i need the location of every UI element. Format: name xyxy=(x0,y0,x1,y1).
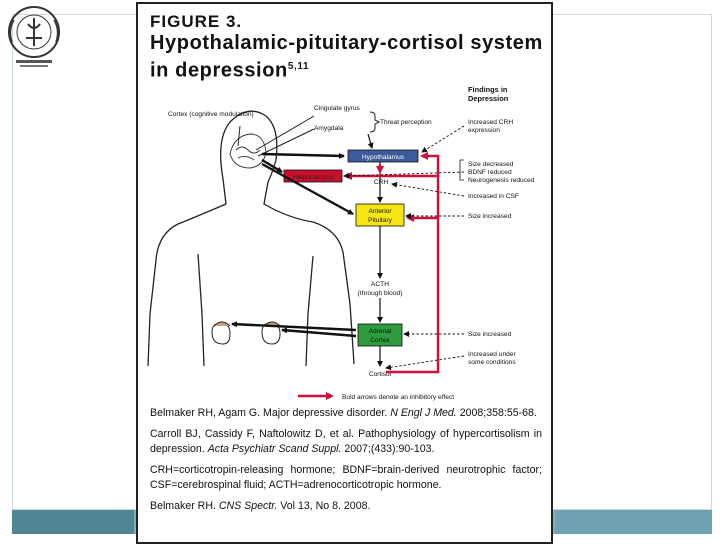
adrenal-cortex-label: Cortex xyxy=(370,337,390,344)
figure-title-refs: 5,11 xyxy=(287,61,310,72)
body-silhouette xyxy=(147,110,355,367)
findings-header-line2: Depression xyxy=(468,94,509,103)
cingulate-label: Cingulate gyrus xyxy=(314,105,361,112)
figure-title: Hypothalamic-pituitary-cortisol system i… xyxy=(150,32,545,83)
findings-header-line1: Findings in xyxy=(468,85,508,94)
hpa-diagram: Hypothalamus Hippocampus CRH Anterior Pi… xyxy=(147,85,535,401)
finding-hippo-2: BDNF reduced xyxy=(468,169,512,176)
finding-crh-2: expression xyxy=(468,127,500,134)
src-author: Belmaker RH. xyxy=(150,499,219,512)
source-citation: Belmaker RH. CNS Spectr. Vol 13, No 8. 2… xyxy=(150,499,542,515)
reference-1: Belmaker RH, Agam G. Major depressive di… xyxy=(150,406,542,422)
finding-pituitary: Size increased xyxy=(468,213,512,220)
hypothalamus-label: Hypothalamus xyxy=(362,154,405,161)
ref1-volume: 2008;358:55-68. xyxy=(456,407,537,419)
finding-cortisol-2: some conditions xyxy=(468,359,516,366)
references: Belmaker RH, Agam G. Major depressive di… xyxy=(150,406,542,519)
ref1-journal: N Engl J Med. xyxy=(390,407,457,419)
hypothalamus-box xyxy=(347,149,419,163)
threat-label: Threat perception xyxy=(380,119,432,126)
legend-text: Bold arrows denote an inhibitory effect xyxy=(342,394,454,401)
ref2-volume: 2007;(433):90-103. xyxy=(341,443,435,455)
kidney-left-icon xyxy=(211,323,231,345)
cortex-label: Cortex (cognitive modulation) xyxy=(168,111,254,118)
institution-seal-icon xyxy=(8,6,60,67)
src-journal: CNS Spectr. xyxy=(218,499,278,512)
finding-hippo-1: Size decreased xyxy=(468,161,514,168)
footer-band-right xyxy=(555,510,712,534)
figure-label: FIGURE 3. xyxy=(150,12,243,31)
adrenal-left-icon xyxy=(213,321,231,327)
figure-panel: FIGURE 3. Hypothalamic-pituitary-cortiso… xyxy=(136,2,553,544)
amygdala-label: Amygdala xyxy=(314,125,344,132)
finding-cortisol-1: Increased under xyxy=(468,351,516,358)
pituitary-label: Pituitary xyxy=(368,217,393,224)
reference-2: Carroll BJ, Cassidy F, Naftolowitz D, et… xyxy=(150,427,542,458)
acth-sublabel: (through blood) xyxy=(358,290,403,297)
finding-csf: Increased in CSF xyxy=(468,193,519,200)
ref2-authors: Carroll BJ, Cassidy F, Naftolowitz D, et… xyxy=(150,427,542,456)
ref1-authors: Belmaker RH, Agam G. Major depressive di… xyxy=(150,407,391,419)
src-volume: Vol 13, No 8. 2008. xyxy=(277,499,371,512)
kidney-right-icon xyxy=(261,323,281,345)
acth-label: ACTH xyxy=(371,281,389,288)
ref2-journal: Acta Psychiatr Scand Suppl. xyxy=(207,443,342,455)
footer-band-left xyxy=(12,510,134,534)
crh-label: CRH xyxy=(374,179,389,186)
brain-icon xyxy=(229,133,267,169)
figure-title-text: Hypothalamic-pituitary-cortisol system i… xyxy=(150,32,543,82)
abbreviations: CRH=corticotropin-releasing hormone; BDN… xyxy=(150,463,542,492)
adrenal-label: Adrenal xyxy=(369,328,392,335)
cortisol-label: Cortisol xyxy=(369,371,392,378)
finding-adrenal: Size increased xyxy=(468,331,512,338)
anterior-label: Anterior xyxy=(368,208,392,215)
hippocampus-label: Hippocampus xyxy=(293,174,334,181)
finding-hippo-3: Neurogenesis reduced xyxy=(468,177,535,184)
finding-crh-1: Increased CRH xyxy=(468,119,513,126)
